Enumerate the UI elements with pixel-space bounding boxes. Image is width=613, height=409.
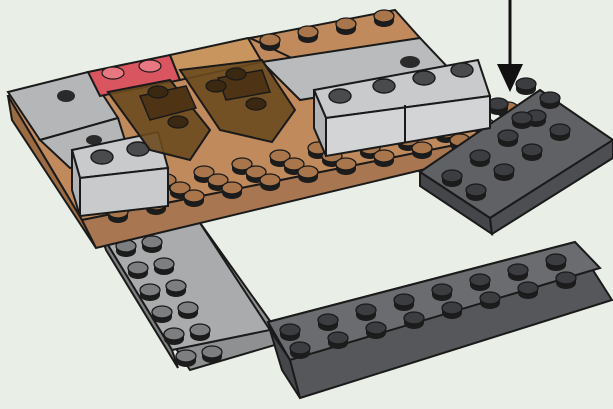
stud — [280, 324, 300, 336]
stud — [298, 166, 318, 178]
stud — [164, 328, 184, 340]
stud — [498, 130, 518, 142]
stud — [176, 350, 196, 362]
stud — [356, 304, 376, 316]
stud — [328, 332, 348, 344]
stud — [432, 284, 452, 296]
stud — [178, 302, 198, 314]
stud — [550, 124, 570, 136]
stud — [516, 78, 536, 90]
stud — [374, 10, 394, 22]
stud — [128, 262, 148, 274]
stud — [298, 26, 318, 38]
stud — [404, 312, 424, 324]
stud — [190, 324, 210, 336]
stud — [152, 306, 172, 318]
stud — [336, 158, 356, 170]
stud — [442, 302, 462, 314]
stud — [546, 254, 566, 266]
stud — [222, 182, 242, 194]
arrow-down-icon — [497, 0, 523, 92]
stud — [556, 272, 576, 284]
stud — [518, 282, 538, 294]
stud — [366, 322, 386, 334]
stud — [394, 294, 414, 306]
stud — [522, 144, 542, 156]
stud — [540, 92, 560, 104]
light-gray-plate-left — [100, 220, 285, 370]
stud — [374, 150, 394, 162]
stud — [494, 164, 514, 176]
stud — [202, 346, 222, 358]
stud — [142, 236, 162, 248]
stud — [336, 18, 356, 30]
stud — [466, 184, 486, 196]
stud — [260, 34, 280, 46]
stud — [480, 292, 500, 304]
stud — [260, 174, 280, 186]
stud — [412, 142, 432, 154]
stud — [508, 264, 528, 276]
stud — [290, 342, 310, 354]
stud — [154, 258, 174, 270]
stud — [166, 280, 186, 292]
stud — [470, 150, 490, 162]
stud — [442, 170, 462, 182]
stud — [512, 112, 532, 124]
stud — [318, 314, 338, 326]
dark-gray-plate-bottom — [268, 242, 612, 398]
stud — [184, 190, 204, 202]
stud — [470, 274, 490, 286]
stud — [140, 284, 160, 296]
